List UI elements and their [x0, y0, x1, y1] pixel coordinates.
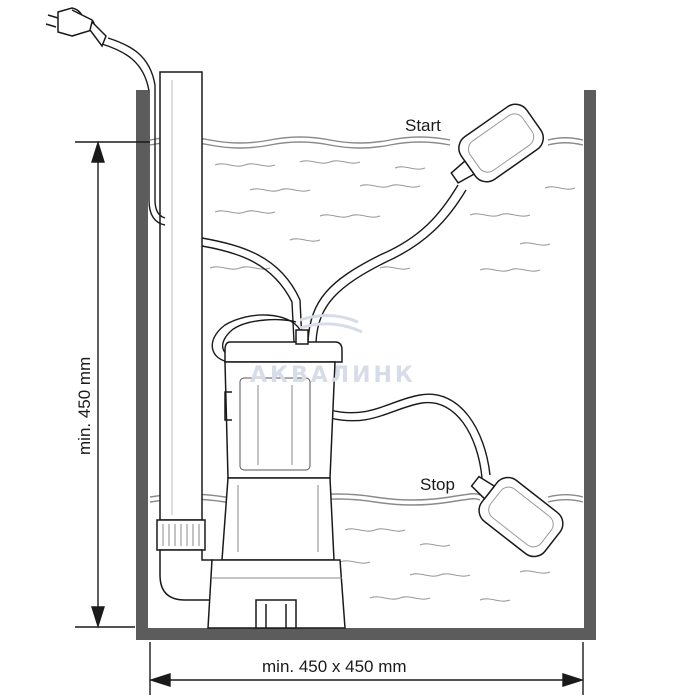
pump-panel: [239, 377, 311, 471]
height-dimension: [75, 140, 150, 629]
base-dimension: [148, 642, 585, 695]
water-level-stop: [149, 492, 584, 506]
arrow-down-icon: [91, 606, 105, 629]
water-ripples-lower: [339, 528, 551, 602]
start-label: Start: [405, 116, 441, 135]
water-ripples-upper: [164, 158, 576, 272]
start-float-cable: [307, 184, 467, 343]
pump-head: [224, 341, 343, 363]
watermark-text: АКВАЛИНК: [250, 363, 416, 388]
submersible-pump: [207, 329, 346, 629]
discharge-pipe: [156, 71, 213, 601]
base-label: min. 450 x 450 mm: [262, 657, 407, 676]
tank: [136, 90, 596, 640]
power-cable: [101, 37, 166, 226]
pump-cable-gland: [295, 329, 309, 345]
arrow-right-icon: [562, 673, 585, 687]
plug-icon: [45, 7, 107, 48]
tank-floor: [136, 628, 596, 640]
pump-lower-housing: [221, 477, 335, 561]
pipe-elbow: [159, 549, 213, 601]
arrow-up-icon: [91, 140, 105, 163]
stop-label: Stop: [420, 475, 455, 494]
tank-left-wall: [136, 90, 148, 640]
pump-base: [207, 559, 346, 629]
watermark: АКВАЛИНК: [250, 314, 416, 388]
pipe-riser: [159, 71, 203, 521]
tank-right-wall: [584, 90, 596, 640]
stop-float-cable: [329, 393, 491, 479]
water-level-start: [149, 136, 584, 149]
arrow-left-icon: [148, 673, 171, 687]
stop-float-switch: [470, 475, 564, 558]
pump-inlet: [255, 599, 297, 629]
height-label: min. 450 mm: [75, 357, 94, 455]
start-float-switch: [450, 103, 544, 184]
